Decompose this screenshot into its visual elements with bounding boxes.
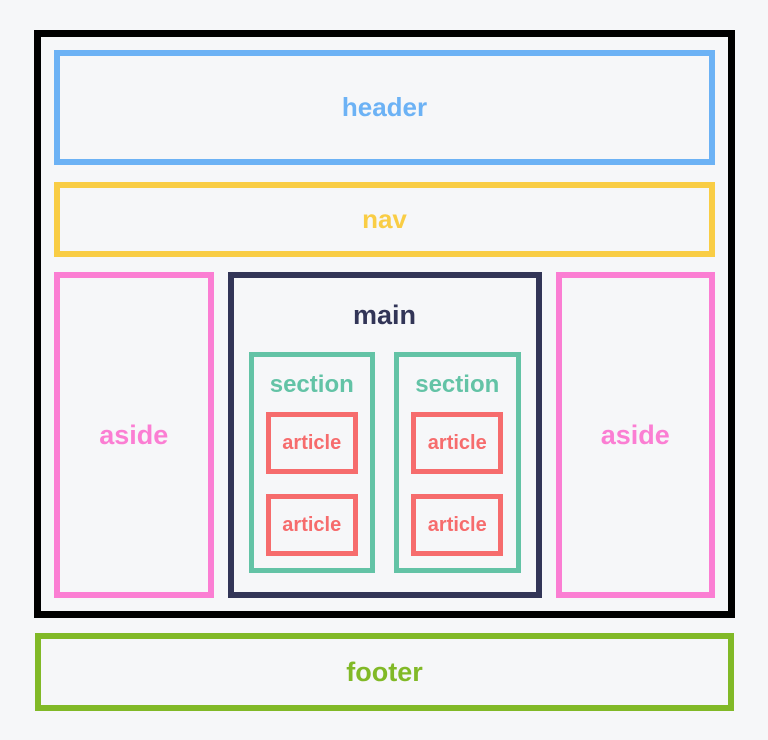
footer-box: footer	[35, 633, 734, 711]
page-structure-container: header nav aside main section article ar…	[34, 30, 735, 618]
nav-label: nav	[362, 204, 407, 234]
header-box: header	[54, 50, 715, 165]
article-box: article	[265, 412, 358, 474]
footer-label: footer	[346, 656, 423, 687]
article-label: article	[427, 513, 487, 536]
main-label: main	[352, 299, 417, 330]
section-label: section	[415, 370, 500, 398]
article-box: article	[411, 412, 504, 474]
aside-right-label: aside	[600, 419, 670, 450]
middle-row: aside main section article article	[54, 272, 715, 598]
articles-column: article article	[265, 412, 358, 556]
article-label: article	[282, 431, 342, 454]
sections-row: section article article section	[248, 352, 521, 573]
main-box: main section article article section	[227, 272, 542, 598]
aside-left-box: aside	[54, 272, 214, 598]
nav-box: nav	[54, 182, 715, 257]
section-box-1: section article article	[248, 352, 375, 573]
article-label: article	[427, 431, 487, 454]
section-label: section	[269, 370, 354, 398]
aside-right-box: aside	[555, 272, 715, 598]
article-label: article	[282, 513, 342, 536]
section-box-2: section article article	[394, 352, 521, 573]
articles-column: article article	[411, 412, 504, 556]
article-box: article	[265, 494, 358, 556]
article-box: article	[411, 494, 504, 556]
header-label: header	[341, 92, 428, 122]
aside-left-label: aside	[99, 419, 169, 450]
